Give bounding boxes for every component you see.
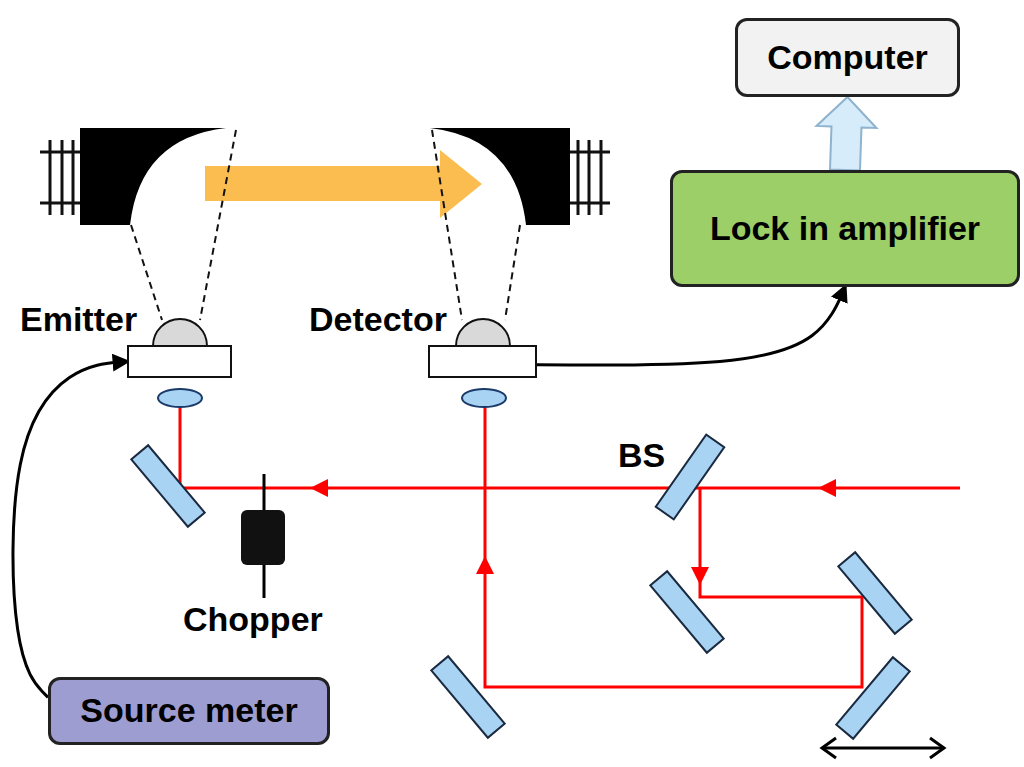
mirror bbox=[131, 445, 204, 527]
box-label: Source meter bbox=[80, 691, 297, 730]
beam-outline bbox=[131, 130, 520, 320]
mirror bbox=[838, 552, 911, 634]
mirror bbox=[431, 656, 504, 738]
beam-splitter bbox=[656, 435, 724, 520]
antenna-label: Emitter bbox=[20, 300, 137, 339]
mirror bbox=[650, 571, 723, 653]
silicon-lens bbox=[456, 319, 510, 346]
source-meter-box: Source meter bbox=[48, 677, 330, 745]
chopper-label: Chopper bbox=[183, 600, 323, 639]
beam-arrowhead bbox=[310, 479, 836, 585]
chopper bbox=[241, 510, 285, 565]
data-transfer-arrow bbox=[816, 97, 876, 171]
delay-stage-arrow bbox=[822, 738, 944, 758]
box-label: Computer bbox=[767, 38, 928, 77]
antenna-label: Detector bbox=[309, 300, 447, 339]
emitter-antenna: Emitter bbox=[127, 345, 232, 378]
detector-antenna: Detector bbox=[428, 345, 537, 378]
box-label: Lock in amplifier bbox=[710, 209, 980, 248]
focusing-lens bbox=[462, 389, 506, 407]
mirror bbox=[836, 657, 909, 739]
signal-cable bbox=[13, 362, 127, 698]
lock-in-amplifier-box: Lock in amplifier bbox=[670, 170, 1020, 287]
computer-box: Computer bbox=[735, 18, 960, 97]
focusing-lens bbox=[158, 389, 202, 407]
beam-splitter-label: BS bbox=[618, 436, 665, 475]
parabolic-mirror bbox=[80, 128, 226, 225]
laser-beam bbox=[180, 406, 960, 687]
signal-cable bbox=[537, 287, 845, 365]
silicon-lens bbox=[153, 319, 207, 346]
